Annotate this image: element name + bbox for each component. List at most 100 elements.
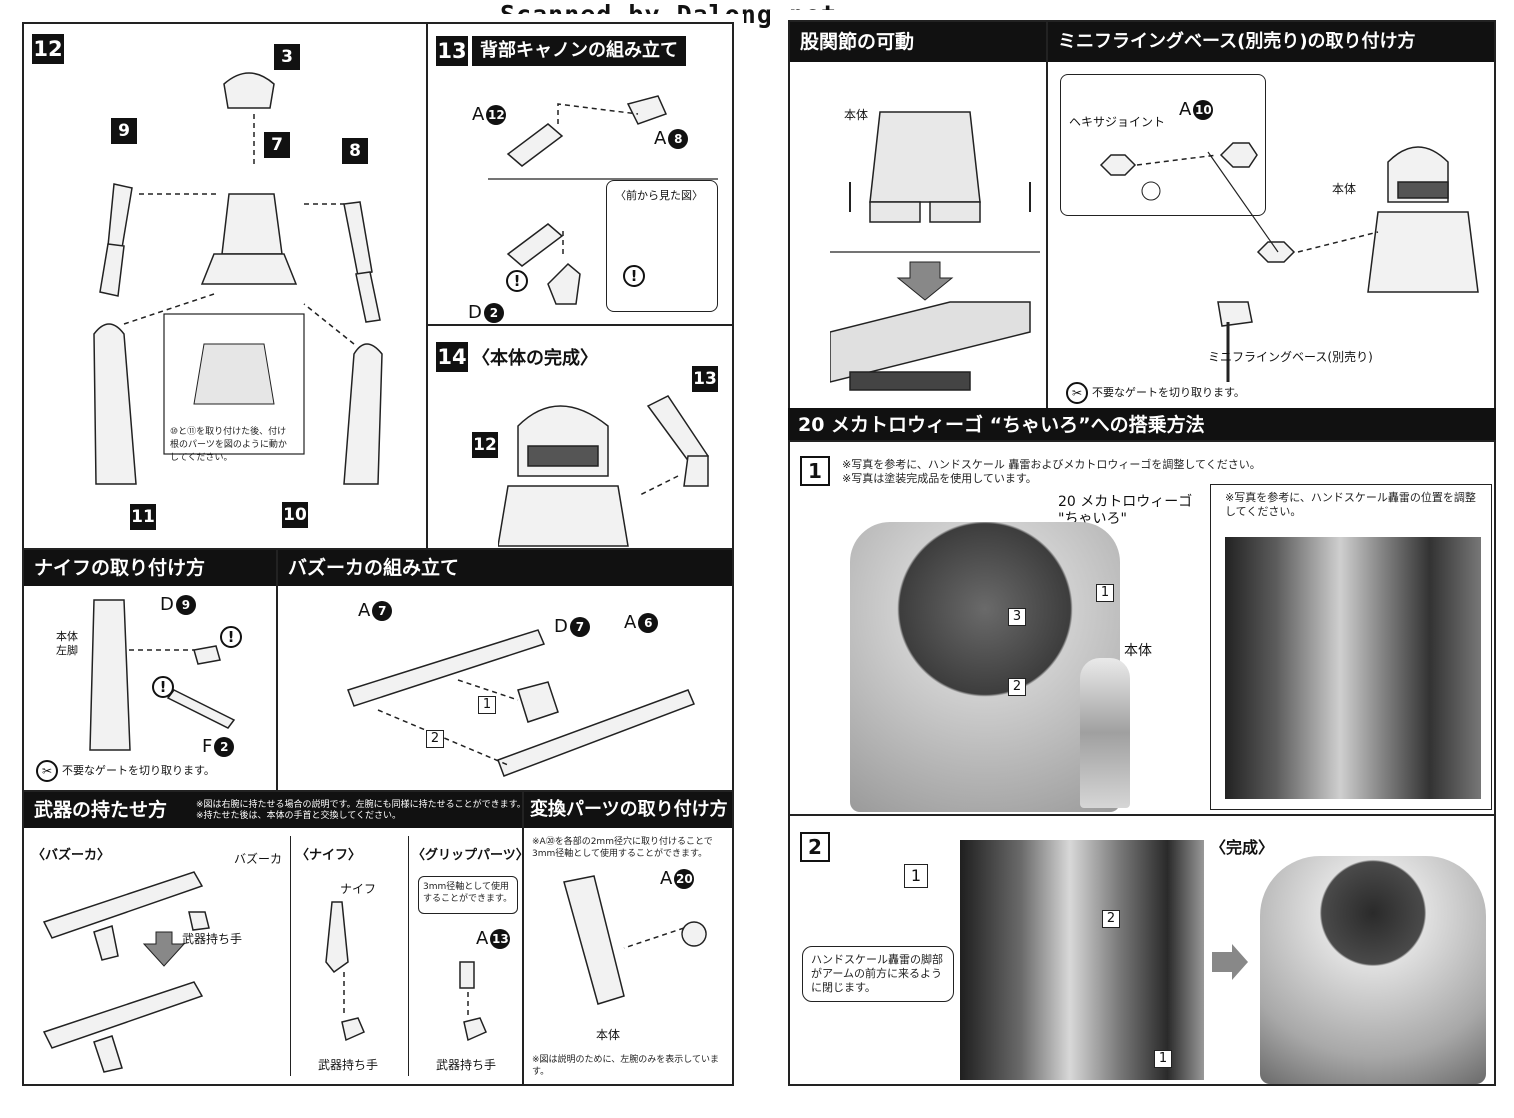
caution-icon: ! xyxy=(506,270,528,292)
inset-photo-frame: ※写真を参考に、ハンドスケール轟雷の位置を調整してください。 xyxy=(1210,484,1492,810)
knife-col-heading: 〈ナイフ〉 xyxy=(296,848,362,863)
arrow-marker: 1 xyxy=(904,864,928,888)
front-view-label: 〈前から見た図〉 xyxy=(615,189,703,202)
miniflying-title: ミニフライングベース(別売り)の取り付け方 xyxy=(1048,22,1494,62)
column-divider xyxy=(408,836,409,1076)
inset-photo xyxy=(1225,537,1481,799)
hex-joint-label: ヘキサジョイント xyxy=(1069,115,1166,129)
step14-panel: 14 〈本体の完成〉 12 13 xyxy=(426,324,734,554)
conversion-panel: 変換パーツの取り付け方 ※A⑳を各部の2mm径穴に取り付けることで3mm径軸とし… xyxy=(522,790,734,1086)
ride-note-2: ※写真は塗装完成品を使用しています。 xyxy=(842,472,1037,485)
callout-box: ハンドスケール轟雷の脚部がアームの前方に来るように閉じます。 xyxy=(802,946,954,1002)
weapon-hand-label: 武器持ち手 xyxy=(318,1058,379,1072)
caution-icon: ! xyxy=(152,676,174,698)
complete-label: 〈完成〉 xyxy=(1210,838,1275,857)
body-label: 本体 xyxy=(596,1028,621,1042)
part-tag: 8 xyxy=(342,138,368,164)
weapon-hand-label: 武器持ち手 xyxy=(436,1058,497,1072)
step14-title: 〈本体の完成〉 xyxy=(472,348,598,369)
part-tag: 12 xyxy=(472,432,498,458)
body-label: 本体 xyxy=(1124,643,1152,659)
grip-hold-illustration xyxy=(459,961,487,1042)
step-number: 1 xyxy=(800,456,830,486)
left-page: 12 3 9 7 8 11 10 ⑩と⑪を xyxy=(14,14,744,1110)
weapons-panel: 武器の持たせ方 ※図は右腕に持たせる場合の説明です。左腕にも同様に持たせることが… xyxy=(22,790,529,1086)
gate-cut-icon: ✂ xyxy=(1066,382,1088,404)
conversion-note: ※A⑳を各部の2mm径穴に取り付けることで3mm径軸として使用することができます… xyxy=(532,837,713,859)
step-marker: 2 xyxy=(426,730,444,748)
front-view-box: 〈前から見た図〉 ! xyxy=(606,180,718,312)
inset-note: ※写真を参考に、ハンドスケール轟雷の位置を調整してください。 xyxy=(1225,491,1476,518)
caution-icon: ! xyxy=(623,265,645,287)
gate-note: 不要なゲートを切り取ります。 xyxy=(62,764,215,777)
part-tag: 11 xyxy=(130,504,156,530)
knife-hold-illustration xyxy=(325,901,365,1042)
conversion-title: 変換パーツの取り付け方 xyxy=(524,792,732,828)
part-tag: 13 xyxy=(692,366,718,392)
weapon-hand-label: 武器持ち手 xyxy=(182,932,243,946)
hand-scale-figure-photo xyxy=(1080,658,1130,808)
miniflying-base-illustration xyxy=(1207,146,1479,382)
grip-col-heading: 〈グリップパーツ〉 xyxy=(412,848,529,863)
conversion-arm-illustration xyxy=(563,875,707,1005)
ride-title: 20 メカトロウィーゴ “ちゃいろ”への搭乗方法 xyxy=(788,408,1496,442)
hip-title: 股関節の可動 xyxy=(790,22,1046,62)
hip-panel: 股関節の可動 本体 xyxy=(788,20,1048,412)
step13-title: 背部キャノンの組み立て xyxy=(472,36,686,66)
figure-assembly-illustration xyxy=(93,72,383,485)
step-marker: 1 xyxy=(478,696,496,714)
hex-joint-illustration xyxy=(1099,142,1258,201)
ride-note-1: ※写真を参考に、ハンドスケール 轟雷およびメカトロウィーゴを調整してください。 xyxy=(842,458,1261,471)
weapons-title: 武器の持たせ方 xyxy=(24,792,522,828)
caution-icon: ! xyxy=(220,626,242,648)
knife-title: ナイフの取り付け方 xyxy=(24,550,276,586)
step-number: 12 xyxy=(32,34,64,64)
next-arrow-icon xyxy=(1212,944,1248,980)
right-page: 股関節の可動 本体 ミニフライングベース(別売り)の取り付け方 ヘキサジョイント… xyxy=(770,10,1514,1110)
body-label: 本体 xyxy=(1332,182,1357,196)
body-label: 本体 xyxy=(844,108,869,122)
ride-step2-panel: 2 1 2 1 ハンドスケール轟雷の脚部がアームの前方に来るように閉じます。 〈… xyxy=(788,814,1496,1086)
bazooka-hold-illustration xyxy=(42,871,210,1073)
grip-note: 3mm径軸として使用することができます。 xyxy=(423,882,513,904)
closing-photo xyxy=(960,840,1204,1080)
conversion-footnote: ※図は説明のために、左腕のみを表示しています。 xyxy=(532,1055,720,1077)
arrow-marker: 1 xyxy=(1096,584,1114,602)
bazooka-parts-illustration xyxy=(347,629,695,777)
part-tag: 10 xyxy=(282,502,308,528)
mechatro-wego-photo xyxy=(850,522,1120,812)
cannon-illustration xyxy=(488,95,718,305)
bazooka-title: バズーカの組み立て xyxy=(278,550,732,586)
part-tag: 3 xyxy=(274,44,300,70)
arrow-marker: 2 xyxy=(1102,910,1120,928)
step12-panel: 12 3 9 7 8 11 10 ⑩と⑪を xyxy=(22,22,428,554)
knife-label: ナイフ xyxy=(340,882,377,896)
miniflying-base-label: ミニフライングベース(別売り) xyxy=(1208,350,1373,364)
step12-note: ⑩と⑪を取り付けた後、付け根のパーツを図のように動かしてください。 xyxy=(170,427,287,463)
complete-photo xyxy=(1260,856,1486,1084)
bazooka-col-heading: 〈バズーカ〉 xyxy=(32,848,111,863)
body-left-leg-label: 本体 左脚 xyxy=(56,630,78,657)
body-complete-illustration xyxy=(498,395,710,547)
knife-leg-illustration xyxy=(89,599,236,751)
step-number: 13 xyxy=(436,36,468,66)
part-tag: 9 xyxy=(111,118,137,144)
arrow-marker: 3 xyxy=(1008,608,1026,626)
ride-step1-panel: 1 ※写真を参考に、ハンドスケール 轟雷およびメカトロウィーゴを調整してください… xyxy=(788,440,1496,816)
callout-text: ハンドスケール轟雷の脚部がアームの前方に来るように閉じます。 xyxy=(811,953,943,994)
